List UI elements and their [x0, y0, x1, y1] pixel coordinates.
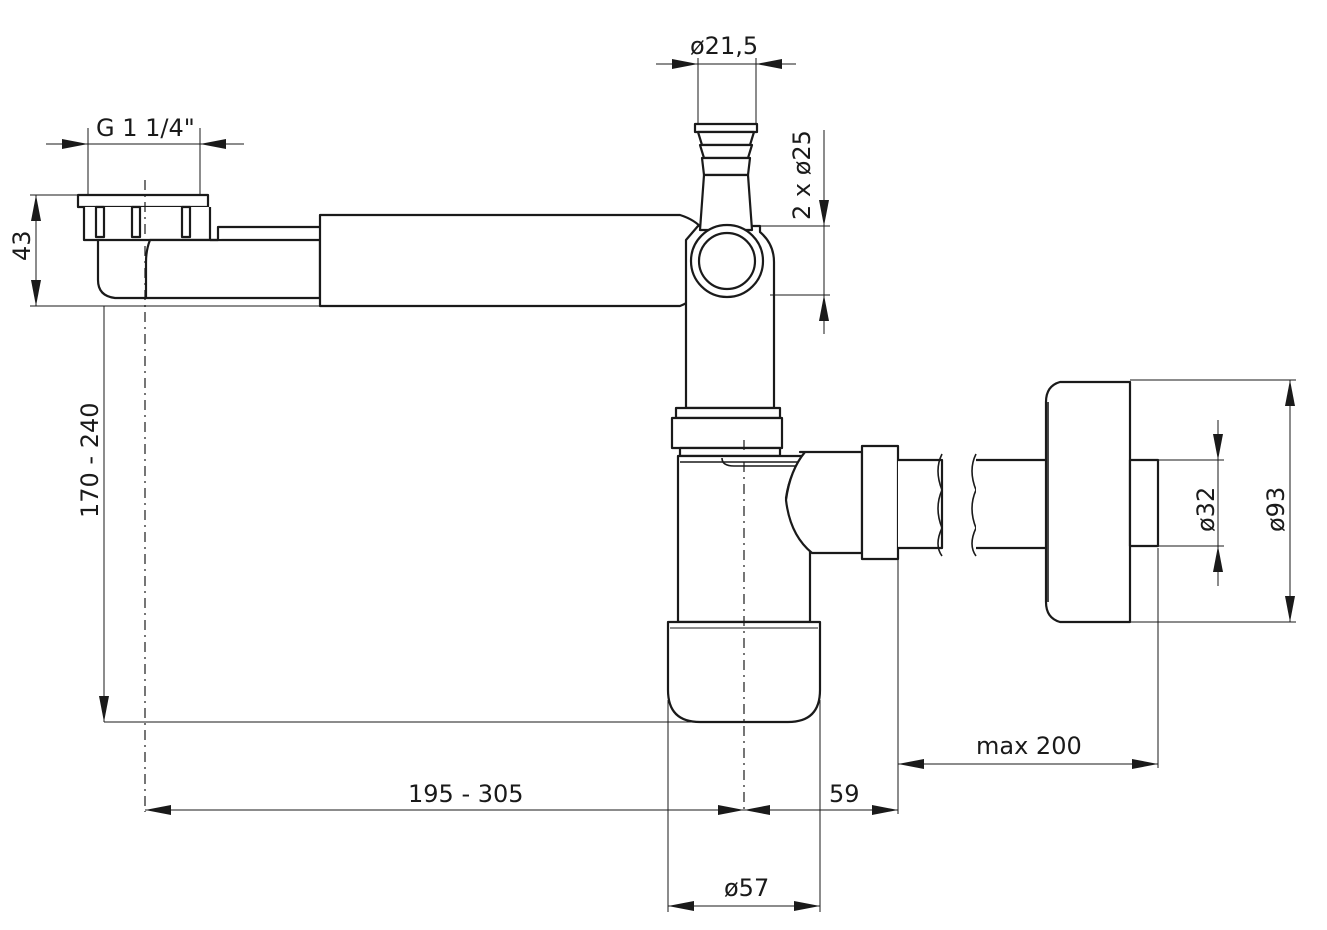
nozzle-count-label: 2 x ø25	[788, 130, 816, 220]
trap-dia-label: ø57	[724, 874, 769, 902]
outlet-dia-label: ø32	[1192, 487, 1220, 532]
wall-max-label: max 200	[976, 732, 1082, 760]
side-outlet	[784, 444, 1050, 561]
strainer-fitting	[76, 193, 322, 300]
wall-rosette	[1044, 380, 1160, 624]
horizontal-overflow-tube	[318, 213, 714, 308]
offset-label: 59	[829, 780, 860, 808]
trap-body	[666, 454, 822, 724]
extension-lines	[30, 58, 1296, 912]
hose-nozzle	[693, 122, 759, 232]
dimension-lines	[31, 59, 1295, 911]
thread-label: G 1 1/4"	[96, 114, 195, 142]
height-top-label: 43	[8, 230, 36, 261]
nozzle-dia-label: ø21,5	[690, 32, 758, 60]
height-range-label: 170 - 240	[76, 402, 104, 518]
wall-dia-label: ø93	[1262, 487, 1290, 532]
round-connector	[689, 223, 765, 299]
width-range-label: 195 - 305	[408, 780, 524, 808]
